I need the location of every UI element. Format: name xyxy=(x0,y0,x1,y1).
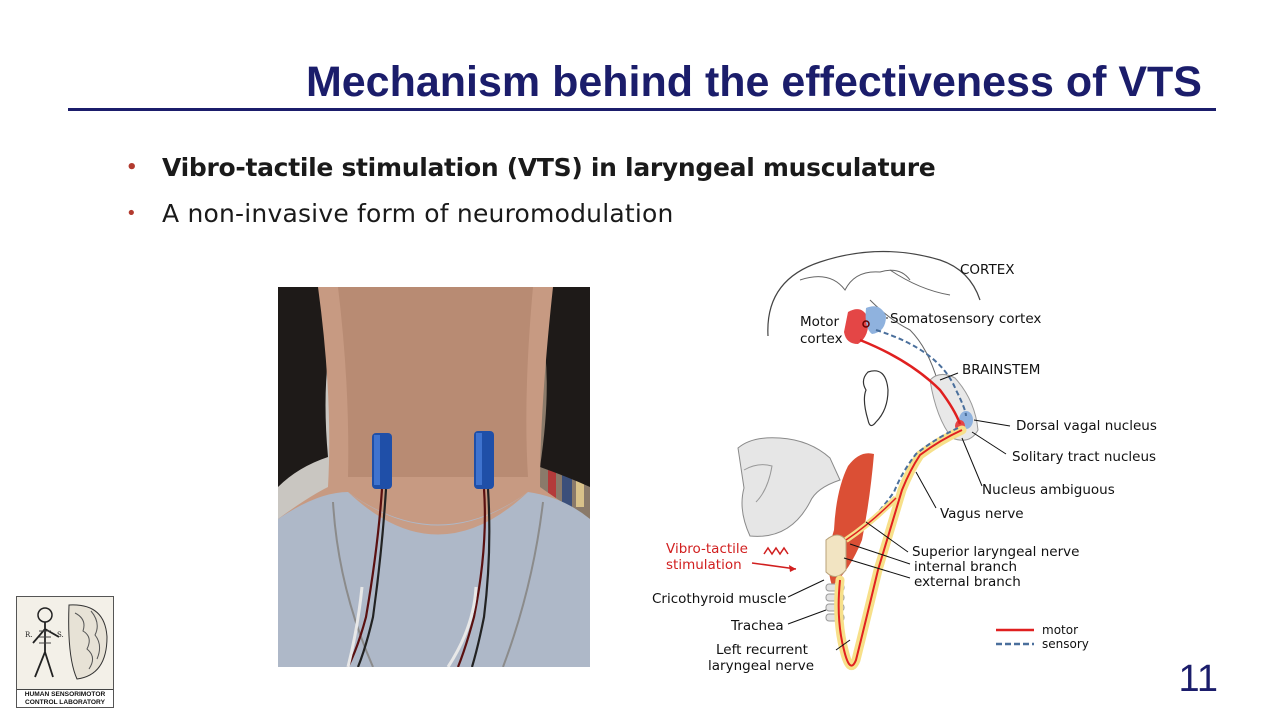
label-trachea: Trachea xyxy=(730,618,784,634)
bullet-text: A non-invasive form of neuromodulation xyxy=(162,199,674,228)
larynx xyxy=(826,535,846,577)
slide-title: Mechanism behind the effectiveness of VT… xyxy=(306,58,1202,107)
lab-logo: R. S. HUMAN SENSORIMOTOR CONTROL LABORAT… xyxy=(16,596,114,708)
diagram-legend: motor sensory xyxy=(996,623,1089,651)
logo-letter: R. xyxy=(25,631,33,639)
vagus-pathway-diagram: CORTEX Motor cortex Somatosensory cortex… xyxy=(640,240,1180,680)
label-left-recurrent: laryngeal nerve xyxy=(708,658,814,674)
label-motor-cortex: Motor xyxy=(800,314,839,330)
label-vts: Vibro-tactile xyxy=(666,541,748,557)
neck-electrode-photo xyxy=(278,287,590,667)
logo-caption: HUMAN SENSORIMOTOR CONTROL LABORATORY xyxy=(17,689,113,707)
label-left-recurrent: Left recurrent xyxy=(716,642,808,658)
bullet-list: • Vibro-tactile stimulation (VTS) in lar… xyxy=(126,150,935,242)
label-vts: stimulation xyxy=(666,557,742,573)
somatosensory-region xyxy=(866,306,886,334)
head-profile xyxy=(738,438,840,537)
label-cricothyroid: Cricothyroid muscle xyxy=(652,591,787,607)
label-vagus: Vagus nerve xyxy=(940,506,1024,522)
title-underline xyxy=(68,108,1216,111)
page-number: 11 xyxy=(1179,658,1218,701)
logo-caption-line: CONTROL LABORATORY xyxy=(17,699,113,707)
vibration-icon xyxy=(764,548,788,554)
logo-caption-line: HUMAN SENSORIMOTOR xyxy=(17,691,113,699)
label-solitary-tract: Solitary tract nucleus xyxy=(1012,449,1156,465)
legend-sensory-label: sensory xyxy=(1042,637,1089,651)
label-motor-cortex: cortex xyxy=(800,331,843,347)
label-dorsal-vagal: Dorsal vagal nucleus xyxy=(1016,418,1157,434)
bullet-dot-icon: • xyxy=(126,196,137,232)
label-somatosensory: Somatosensory cortex xyxy=(890,311,1041,327)
bullet-dot-icon: • xyxy=(126,150,137,186)
bullet-item: • Vibro-tactile stimulation (VTS) in lar… xyxy=(126,150,935,196)
label-cortex: CORTEX xyxy=(960,262,1014,278)
label-superior-laryngeal: Superior laryngeal nerve xyxy=(912,544,1079,560)
logo-letter: S. xyxy=(57,631,64,639)
legend-motor-label: motor xyxy=(1042,623,1078,637)
label-external-branch: external branch xyxy=(914,574,1021,590)
label-internal-branch: internal branch xyxy=(914,559,1017,575)
ear-icon xyxy=(863,371,888,426)
bullet-text: Vibro-tactile stimulation (VTS) in laryn… xyxy=(162,153,935,182)
label-nucleus-ambiguous: Nucleus ambiguous xyxy=(982,482,1115,498)
label-brainstem: BRAINSTEM xyxy=(962,362,1040,378)
bullet-item: • A non-invasive form of neuromodulation xyxy=(126,196,935,242)
